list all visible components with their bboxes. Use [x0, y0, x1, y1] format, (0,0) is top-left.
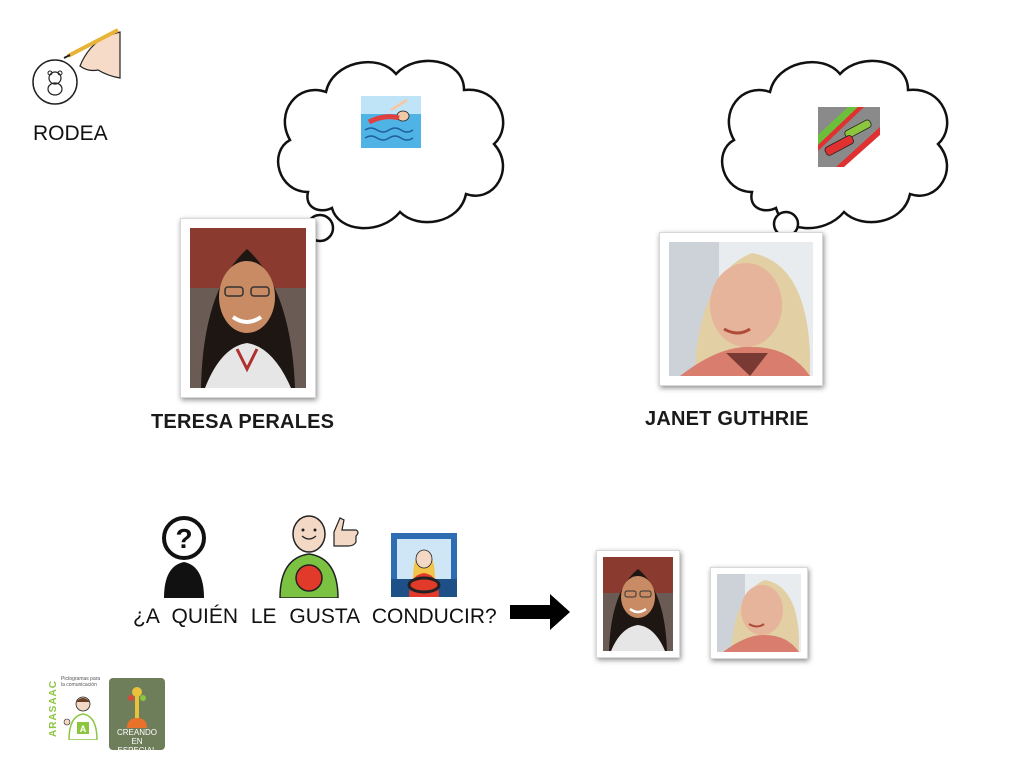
person-name-janet: JANET GUTHRIE	[645, 408, 809, 430]
svg-text:A: A	[80, 724, 87, 734]
question-person-icon: ?	[158, 516, 210, 598]
creando-en-especial-logo: CREANDO EN ESPECIAL	[109, 678, 165, 755]
svg-text:?: ?	[175, 523, 192, 554]
pencil-circle-icon	[28, 26, 124, 110]
arasaac-logo: ARASAAC Pictogramas para la comunicación…	[47, 674, 103, 746]
janet-photo	[659, 232, 823, 386]
teresa-photo	[180, 218, 316, 398]
answer-option-teresa[interactable]	[596, 550, 680, 658]
arasaac-tagline: Pictogramas para la comunicación	[61, 676, 101, 688]
likes-icon	[276, 512, 360, 599]
creando-label: CREANDO EN ESPECIAL	[116, 728, 157, 755]
arrow-right-icon	[510, 594, 570, 630]
answer-option-janet[interactable]	[710, 567, 808, 659]
driving-icon	[391, 533, 457, 597]
racing-car-icon	[818, 107, 880, 167]
trophy-icon	[127, 687, 147, 728]
arasaac-title: ARASAAC	[48, 680, 59, 737]
instruction-label: RODEA	[33, 122, 108, 145]
question-text: ¿A QUIÉN LE GUSTA CONDUCIR?	[133, 605, 497, 628]
arasaac-figure-icon: A	[63, 696, 98, 740]
swimming-icon	[361, 96, 421, 148]
person-name-teresa: TERESA PERALES	[151, 411, 335, 433]
